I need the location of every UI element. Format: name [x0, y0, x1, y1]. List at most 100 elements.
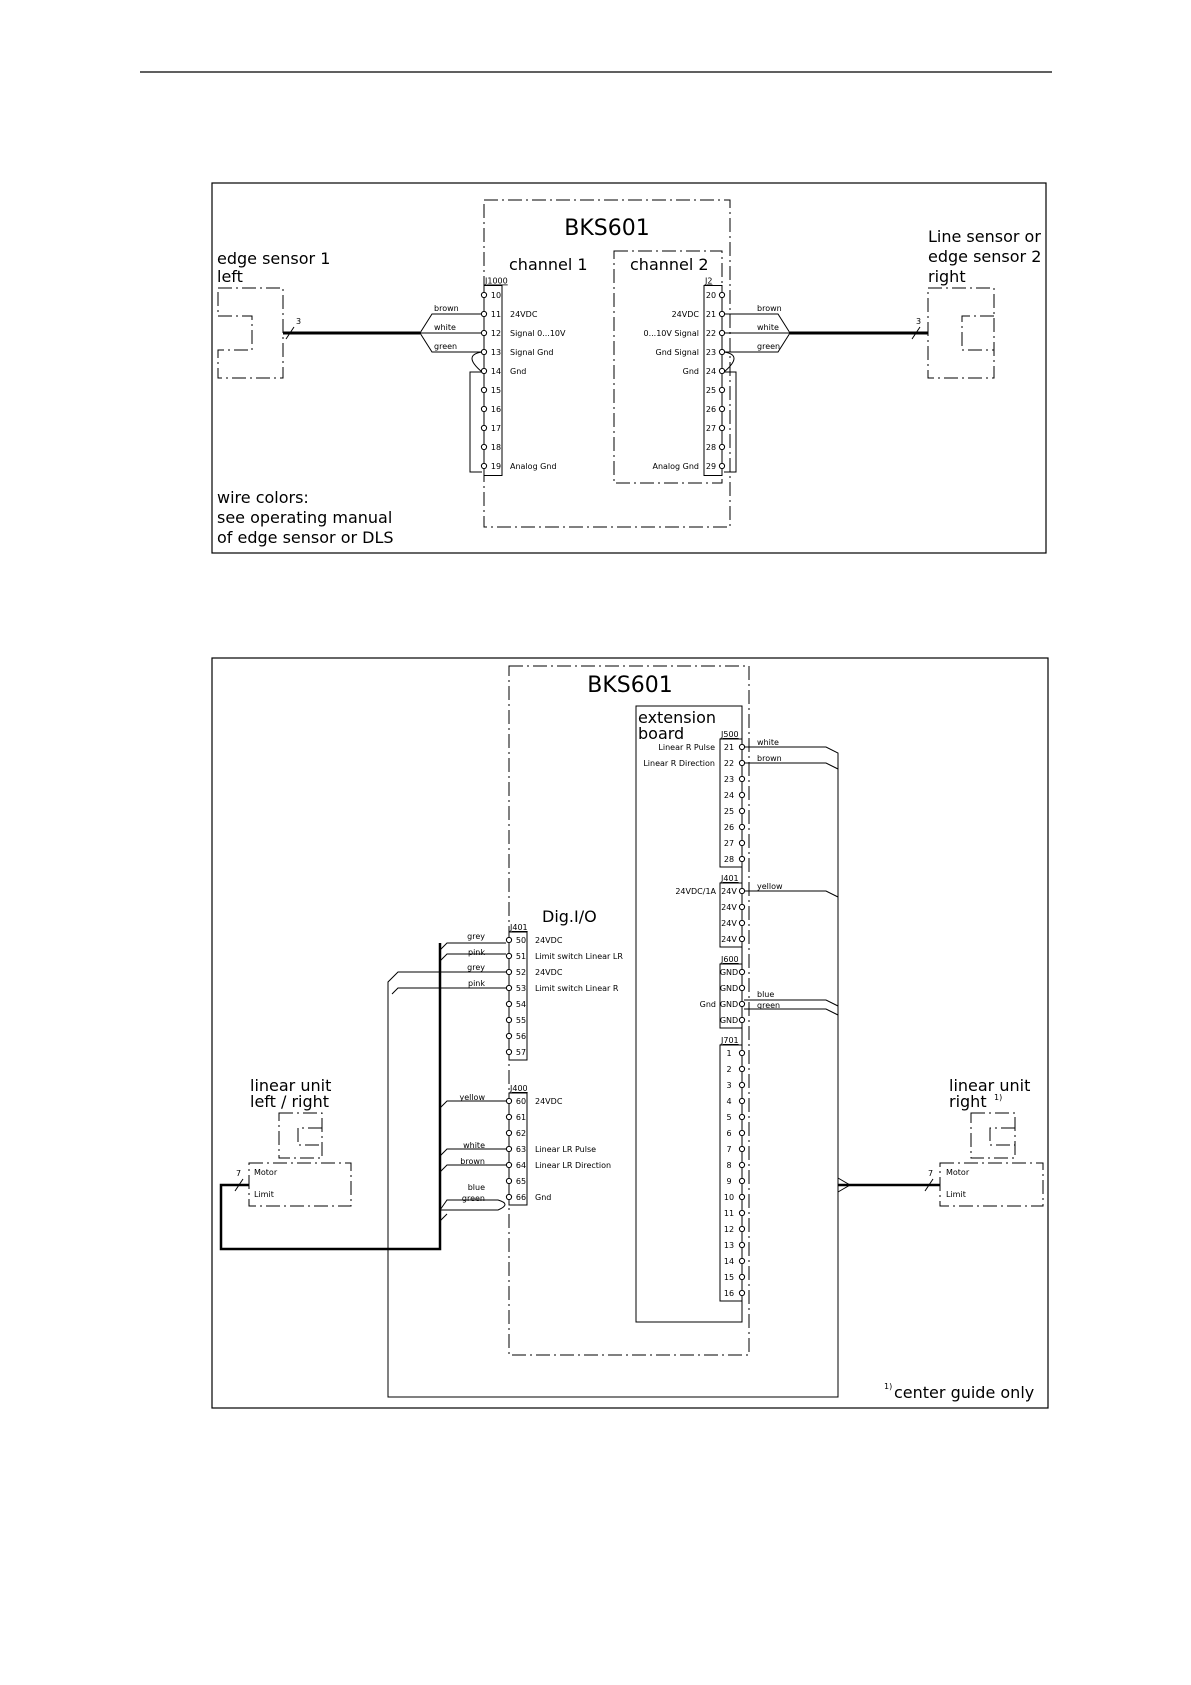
- pin-number: 57: [516, 1048, 526, 1057]
- j600-name: J600: [720, 955, 739, 964]
- pin-label: Linear LR Pulse: [535, 1145, 596, 1154]
- terminal-24V: [738, 919, 746, 927]
- j600-strip: [719, 963, 743, 1029]
- pin-label: Limit switch Linear LR: [535, 952, 623, 961]
- pin-number: 22: [706, 329, 716, 338]
- wire-label-white-left: white: [434, 323, 456, 332]
- pin-number: 50: [516, 936, 526, 945]
- j401r-strip: [719, 882, 743, 948]
- pin-number: 21: [706, 310, 716, 319]
- terminal-22: [738, 759, 746, 767]
- pin-number: 9: [726, 1177, 731, 1186]
- pin-number: 27: [706, 424, 716, 433]
- terminal-15: [480, 386, 488, 394]
- terminal-6: [738, 1129, 746, 1137]
- linear-unit-right-label-line1: linear unit: [949, 1076, 1030, 1095]
- edge-sensor-1-label-line2: left: [217, 267, 243, 286]
- pin-number: 65: [516, 1177, 526, 1186]
- bks601-enclosure-1: [483, 199, 731, 528]
- pin-number: 10: [491, 291, 501, 300]
- terminal-23: [718, 348, 726, 356]
- pin-number: 11: [724, 1209, 734, 1218]
- j500-strip: [719, 738, 743, 868]
- cable-right-bundle-count: 7: [928, 1169, 933, 1178]
- wire-label-right: green: [757, 1001, 780, 1010]
- terminal-60: [505, 1097, 513, 1105]
- wire-label-left: white: [463, 1141, 485, 1150]
- terminal-9: [738, 1177, 746, 1185]
- terminal-GND: [738, 1000, 746, 1008]
- channel-1-label: channel 1: [509, 255, 588, 274]
- terminal-5: [738, 1113, 746, 1121]
- pin-number: 24V: [721, 935, 737, 944]
- pin-label: Signal Gnd: [510, 348, 553, 357]
- pin-label: Linear LR Direction: [535, 1161, 611, 1170]
- wire-labels-diagram-2: greypinkgreypinkyellowwhitebrownbluegree…: [459, 738, 783, 1203]
- pin-label: Linear R Direction: [643, 759, 715, 768]
- pin-number: 20: [706, 291, 716, 300]
- wire-label-white-right: white: [757, 323, 779, 332]
- pin-number: 26: [706, 405, 716, 414]
- terminal-26: [718, 405, 726, 413]
- terminal-56: [505, 1032, 513, 1040]
- diagram-1: BKS601 channel 1 channel 2 edge sensor 1…: [211, 182, 1047, 554]
- terminal-26: [738, 823, 746, 831]
- j701-strip: [719, 1044, 743, 1302]
- pin-number: 14: [491, 367, 501, 376]
- terminal-19: [480, 462, 488, 470]
- pin-number: 19: [491, 462, 501, 471]
- edge-sensor-2-symbol: [927, 287, 995, 379]
- terminal-4: [738, 1097, 746, 1105]
- edge-sensor-1-label-line1: edge sensor 1: [217, 249, 330, 268]
- diagram-2-frame: [211, 657, 1049, 1409]
- cable-right-bundle-fanout: [744, 746, 839, 1185]
- terminal-14: [738, 1257, 746, 1265]
- pin-number: 28: [724, 855, 734, 864]
- terminal-52: [505, 968, 513, 976]
- pin-label: 24VDC: [535, 968, 563, 977]
- wire-label-left: green: [462, 1194, 485, 1203]
- pin-number: 56: [516, 1032, 526, 1041]
- wire-label-green-left: green: [434, 342, 457, 351]
- cable-left-1-count: 3: [296, 317, 301, 326]
- pin-number: 1: [726, 1049, 731, 1058]
- terminal-12: [738, 1225, 746, 1233]
- cable-loop-upper: [387, 971, 839, 1398]
- cable-right-1-count: 3: [916, 317, 921, 326]
- pin-number: GND: [720, 984, 738, 993]
- terminal-24: [718, 367, 726, 375]
- pin-label: 24VDC: [510, 310, 538, 319]
- j600-gnd-label: Gnd: [700, 1000, 716, 1009]
- linear-unit-right-footnote-mark: 1): [994, 1093, 1002, 1102]
- diagram-2-title: BKS601: [587, 673, 672, 698]
- j400-name: J400: [509, 1084, 528, 1093]
- pin-number: 13: [724, 1241, 734, 1250]
- terminal-66: [505, 1193, 513, 1201]
- pin-label: Linear R Pulse: [658, 743, 715, 752]
- wire-label-left: pink: [468, 979, 485, 988]
- pin-number: 24V: [721, 887, 737, 896]
- footnote-text: center guide only: [894, 1383, 1034, 1402]
- pin-number: 28: [706, 443, 716, 452]
- wire-note-line1: wire colors:: [217, 488, 309, 507]
- pin-number: 23: [706, 348, 716, 357]
- terminal-27: [718, 424, 726, 432]
- pin-number: 52: [516, 968, 526, 977]
- pin-label: Gnd: [535, 1193, 551, 1202]
- linear-unit-right-symbol: [970, 1112, 1016, 1159]
- terminal-62: [505, 1129, 513, 1137]
- terminal-54: [505, 1000, 513, 1008]
- terminal-11: [480, 310, 488, 318]
- terminal-17: [480, 424, 488, 432]
- j2-name: J2: [704, 277, 712, 286]
- bks601-enclosure-2: [508, 665, 750, 1356]
- j701-name: J701: [720, 1036, 739, 1045]
- footnote-mark: 1): [884, 1382, 892, 1391]
- cable-right-bundle-join: [837, 1177, 851, 1193]
- terminal-24: [738, 791, 746, 799]
- pin-number: 18: [491, 443, 501, 452]
